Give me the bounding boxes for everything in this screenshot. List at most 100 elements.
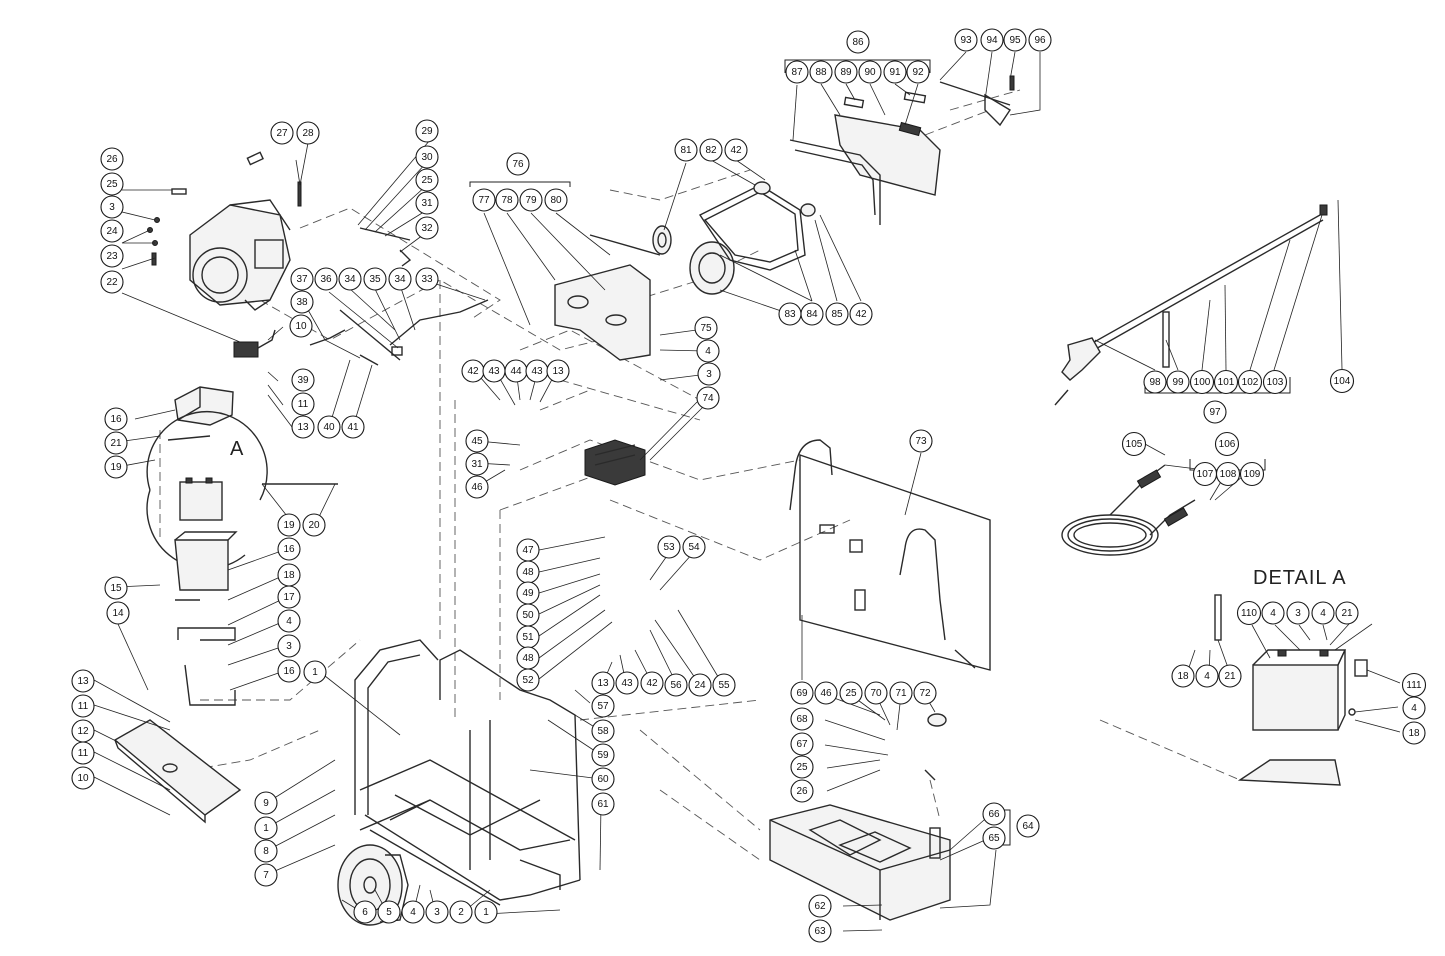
callout-50: 50 xyxy=(516,603,540,627)
callout-circle xyxy=(664,673,688,697)
callout-circle xyxy=(808,919,832,943)
callout-number: 87 xyxy=(791,67,803,78)
callout-circle xyxy=(415,216,439,240)
callout-circle xyxy=(100,147,124,171)
callout-number: 22 xyxy=(106,277,118,288)
callout-number: 31 xyxy=(421,198,433,209)
callout-3: 3 xyxy=(425,900,449,924)
callout-circle xyxy=(1402,696,1426,720)
callout-circle xyxy=(1218,664,1242,688)
callout-circle xyxy=(800,302,824,326)
detail-a-battery xyxy=(1214,594,1368,786)
callout-circle xyxy=(388,267,412,291)
callout-number: 91 xyxy=(889,67,901,78)
callout-number: 4 xyxy=(705,346,711,357)
callout-3: 3 xyxy=(277,634,301,658)
callout-number: 42 xyxy=(730,145,742,156)
callout-60: 60 xyxy=(591,767,615,791)
callout-104: 104 xyxy=(1329,368,1355,394)
callout-16: 16 xyxy=(104,407,128,431)
callout-circle xyxy=(519,188,543,212)
callout-number: 89 xyxy=(840,67,852,78)
callout-circle xyxy=(1214,431,1240,457)
callout-number: 77 xyxy=(478,195,490,206)
callout-number: 40 xyxy=(323,422,335,433)
callout-86: 86 xyxy=(846,30,870,54)
callout-circle xyxy=(591,694,615,718)
callout-number: 13 xyxy=(597,678,609,689)
callout-76: 76 xyxy=(506,152,530,176)
callout-number: 32 xyxy=(421,223,433,234)
callout-number: 18 xyxy=(283,570,295,581)
callout-circle xyxy=(697,362,721,386)
callout-circle xyxy=(1215,461,1241,487)
callout-number: 62 xyxy=(814,901,826,912)
callout-68: 68 xyxy=(790,707,814,731)
callout-number: 43 xyxy=(531,366,543,377)
callout-29: 29 xyxy=(415,119,439,143)
callout-77: 77 xyxy=(472,188,496,212)
callout-number: 61 xyxy=(597,799,609,810)
callout-12: 12 xyxy=(71,719,95,743)
callout-3: 3 xyxy=(1286,601,1310,625)
callout-circle xyxy=(712,673,736,697)
callout-48: 48 xyxy=(516,560,540,584)
callout-54: 54 xyxy=(682,535,706,559)
callout-number: 42 xyxy=(646,678,658,689)
callout-8: 8 xyxy=(254,839,278,863)
callout-1: 1 xyxy=(254,816,278,840)
callout-circle xyxy=(317,415,341,439)
callout-94: 94 xyxy=(980,28,1004,52)
callout-number: 105 xyxy=(1126,439,1143,450)
callout-75: 75 xyxy=(694,316,718,340)
callout-number: 70 xyxy=(870,688,882,699)
callout-circle xyxy=(254,839,278,863)
callout-16: 16 xyxy=(277,659,301,683)
callout-number: 78 xyxy=(501,195,513,206)
callout-circle xyxy=(338,267,362,291)
callout-101: 101 xyxy=(1213,369,1239,395)
callout-number: 25 xyxy=(796,762,808,773)
callout-42: 42 xyxy=(461,359,485,383)
callout-circle xyxy=(544,188,568,212)
callout-37: 37 xyxy=(290,267,314,291)
callout-circle xyxy=(100,195,124,219)
callout-61: 61 xyxy=(591,792,615,816)
callout-42: 42 xyxy=(640,671,664,695)
callout-22: 22 xyxy=(100,270,124,294)
callout-circle xyxy=(1262,369,1288,395)
callout-11: 11 xyxy=(291,392,315,416)
callout-circle xyxy=(889,681,913,705)
callout-circle xyxy=(696,339,720,363)
callout-number: 10 xyxy=(295,321,307,332)
callout-25: 25 xyxy=(839,681,863,705)
callout-19: 19 xyxy=(277,513,301,537)
callout-number: 60 xyxy=(597,774,609,785)
callout-21: 21 xyxy=(1218,664,1242,688)
callout-circle xyxy=(1335,601,1359,625)
callout-circle xyxy=(694,316,718,340)
callout-number: 13 xyxy=(77,676,89,687)
callout-circle xyxy=(104,407,128,431)
callout-number: 98 xyxy=(1149,377,1161,388)
callout-number: 45 xyxy=(471,436,483,447)
callout-circle xyxy=(982,802,1006,826)
callout-circle xyxy=(1286,601,1310,625)
callout-number: 14 xyxy=(112,608,124,619)
callout-number: 20 xyxy=(308,520,320,531)
callout-40: 40 xyxy=(317,415,341,439)
callout-number: 8 xyxy=(263,846,269,857)
callout-number: 16 xyxy=(283,544,295,555)
callout-number: 92 xyxy=(912,67,924,78)
callout-21: 21 xyxy=(1335,601,1359,625)
callout-number: 27 xyxy=(276,128,288,139)
callout-number: 43 xyxy=(488,366,500,377)
callout-number: 35 xyxy=(369,274,381,285)
callout-number: 80 xyxy=(550,195,562,206)
callout-number: 7 xyxy=(263,870,269,881)
callout-circle xyxy=(591,743,615,767)
callout-1: 1 xyxy=(474,900,498,924)
callout-18: 18 xyxy=(277,563,301,587)
callout-number: 26 xyxy=(106,154,118,165)
pump xyxy=(584,439,646,486)
